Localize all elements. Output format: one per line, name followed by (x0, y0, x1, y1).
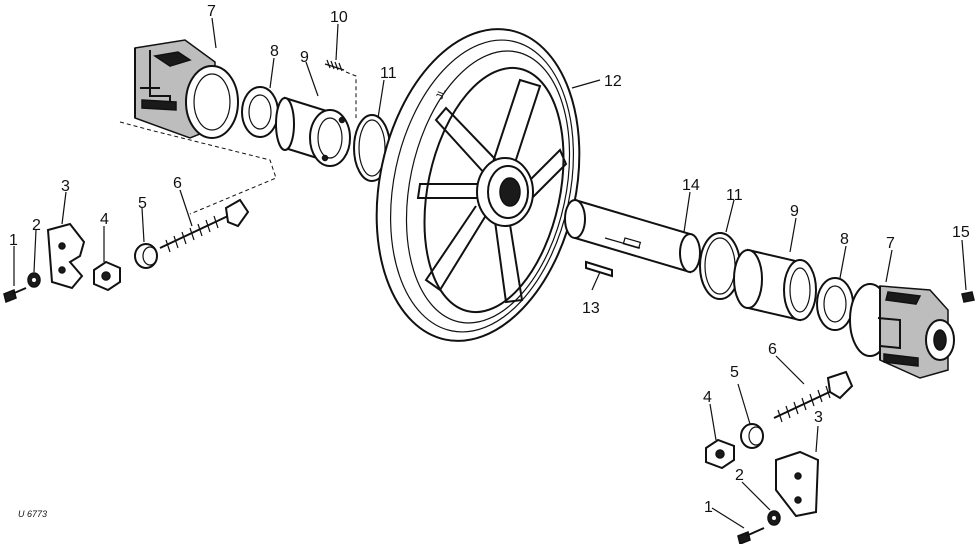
callout-9-left: 9 (300, 49, 309, 66)
clamp-left (46, 222, 86, 290)
callout-3-left: 3 (61, 178, 70, 195)
callout-8-left: 8 (270, 43, 279, 60)
key (585, 260, 613, 278)
bolt-left (3, 287, 27, 304)
adjusting-bolt-right (773, 370, 854, 423)
shaft (564, 198, 701, 274)
callout-3-right: 3 (814, 409, 823, 426)
callout-11-left: 11 (380, 65, 397, 82)
clamp-right (775, 450, 820, 518)
spacer-right (740, 423, 764, 449)
idler-wheel: JL (375, 28, 581, 342)
callout-1-right: 1 (704, 499, 713, 516)
callout-2-left: 2 (32, 217, 41, 234)
bearing-block-left (134, 39, 239, 139)
callout-4-left: 4 (100, 211, 109, 228)
callout-12: 12 (604, 73, 622, 90)
callout-6-right: 6 (768, 341, 777, 358)
callout-5-right: 5 (730, 364, 739, 381)
figure-code: U 6773 (18, 509, 47, 519)
bolt-right (737, 527, 765, 544)
bushing-left (275, 96, 351, 167)
bushing-right (733, 248, 817, 322)
callout-2-right: 2 (735, 467, 744, 484)
svg-text:JL: JL (434, 87, 448, 101)
callout-6-left: 6 (173, 175, 182, 192)
nut-right (705, 438, 735, 470)
callout-1-left: 1 (9, 232, 18, 249)
seal-right (816, 277, 854, 331)
callout-5-left: 5 (138, 195, 147, 212)
callouts: 1 2 3 4 5 6 7 8 9 10 11 12 13 14 11 9 8 … (9, 3, 970, 516)
callout-9-right: 9 (790, 203, 799, 220)
nut-left (93, 260, 121, 292)
setscrew (324, 59, 345, 72)
callout-4-right: 4 (703, 389, 712, 406)
leader-lines (13, 17, 967, 529)
retaining-ring-left (353, 114, 391, 182)
callout-14: 14 (682, 177, 700, 194)
callout-13: 13 (582, 300, 600, 317)
grease-fitting (961, 291, 975, 303)
callout-10: 10 (330, 9, 348, 26)
seal-left (241, 86, 279, 138)
washer-left (27, 272, 41, 288)
bearing-block-right (849, 283, 955, 379)
callout-15: 15 (952, 224, 970, 241)
callout-8-right: 8 (840, 231, 849, 248)
washer-right (767, 510, 781, 526)
adjusting-bolt-left (159, 198, 250, 253)
callout-7-right: 7 (886, 235, 895, 252)
callout-11-right: 11 (726, 187, 743, 204)
spacer-left (134, 243, 158, 269)
callout-7-left: 7 (207, 3, 216, 20)
